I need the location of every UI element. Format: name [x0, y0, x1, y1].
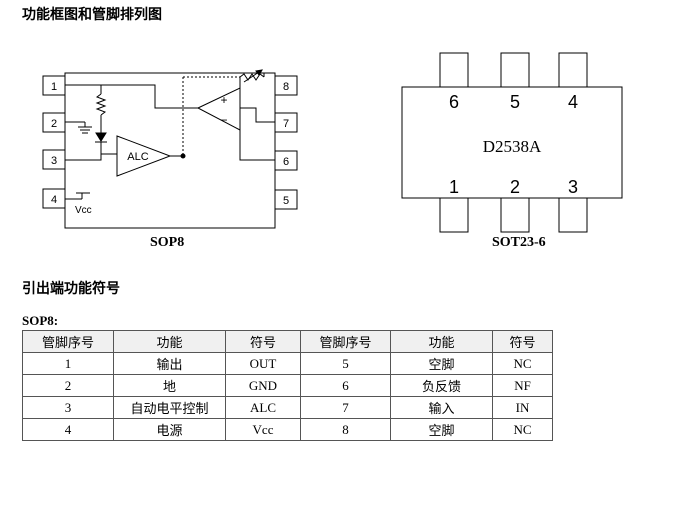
sot-pin-5: [500, 52, 530, 88]
table-cell: NC: [492, 418, 553, 441]
table-cell: GND: [225, 374, 301, 397]
part-number: D2538A: [483, 137, 542, 156]
table-cell: 地: [113, 374, 226, 397]
sot-pin-4: [558, 52, 588, 88]
pin-label-1: 1: [51, 81, 57, 93]
col-header: 符号: [492, 330, 553, 353]
table-cell: 空脚: [390, 352, 493, 375]
table-cell: NF: [492, 374, 553, 397]
table-cell: OUT: [225, 352, 301, 375]
table-row: 3 自动电平控制 ALC 7 输入 IN: [22, 396, 553, 419]
sop8-body: [64, 72, 276, 229]
pin-label-3: 3: [51, 155, 57, 167]
pin-label-7: 7: [283, 118, 289, 130]
table-cell: ALC: [225, 396, 301, 419]
table-cell: 8: [300, 418, 391, 441]
sot-pin-1: [439, 197, 469, 233]
sot-label-4: 4: [568, 92, 578, 112]
sot-label-1: 1: [449, 177, 459, 197]
table-cell: 1: [22, 352, 114, 375]
sot-label-3: 3: [568, 177, 578, 197]
pin-box-5: [274, 189, 298, 210]
col-header: 管脚序号: [22, 330, 114, 353]
sot-label-2: 2: [510, 177, 520, 197]
col-header: 符号: [225, 330, 301, 353]
table-cell: 7: [300, 396, 391, 419]
table-cell: IN: [492, 396, 553, 419]
table-label: SOP8:: [22, 313, 59, 328]
pin-label-2: 2: [51, 118, 57, 130]
sot-label-6: 6: [449, 92, 459, 112]
pin-label-5: 5: [283, 195, 289, 207]
table-cell: Vcc: [225, 418, 301, 441]
table-row: 4 电源 Vcc 8 空脚 NC: [22, 418, 553, 441]
col-header: 功能: [390, 330, 493, 353]
section-title-pin-functions: 引出端功能符号: [22, 281, 120, 297]
table-row: 2 地 GND 6 负反馈 NF: [22, 374, 553, 397]
table-cell: 6: [300, 374, 391, 397]
table-cell: NC: [492, 352, 553, 375]
pin-function-table: 管脚序号 功能 符号 管脚序号 功能 符号 1 输出 OUT 5 空脚 NC 2…: [22, 330, 553, 441]
pin-label-6: 6: [283, 156, 289, 168]
minus-sign: −: [220, 113, 227, 127]
table-cell: 4: [22, 418, 114, 441]
section-title-block-diagram: 功能框图和管脚排列图: [22, 7, 162, 23]
table-cell: 3: [22, 396, 114, 419]
col-header: 管脚序号: [300, 330, 391, 353]
table-cell: 2: [22, 374, 114, 397]
amp-label: ALC: [127, 151, 148, 163]
sop8-caption: SOP8: [150, 235, 185, 250]
vcc-label: Vcc: [75, 205, 92, 216]
sot-pin-2: [500, 197, 530, 233]
col-header: 功能: [113, 330, 226, 353]
sot-pin-3: [558, 197, 588, 233]
table-cell: 负反馈: [390, 374, 493, 397]
pin-box-8: [274, 75, 298, 96]
table-row: 1 输出 OUT 5 空脚 NC: [22, 352, 553, 375]
plus-sign: +: [220, 93, 227, 107]
table-header-row: 管脚序号 功能 符号 管脚序号 功能 符号: [22, 330, 553, 353]
table-cell: 输出: [113, 352, 226, 375]
circuit-wires: [65, 69, 275, 200]
table-cell: 电源: [113, 418, 226, 441]
table-cell: 自动电平控制: [113, 396, 226, 419]
sot-caption: SOT23-6: [492, 235, 546, 250]
sot-body: [401, 86, 623, 199]
sot-label-5: 5: [510, 92, 520, 112]
sot23-diagram: 6 5 4 1 2 3 D2538A: [401, 52, 623, 233]
table-cell: 5: [300, 352, 391, 375]
pin-label-4: 4: [51, 194, 57, 206]
pin-label-8: 8: [283, 81, 289, 93]
table-cell: 空脚: [390, 418, 493, 441]
table-cell: 输入: [390, 396, 493, 419]
sop8-diagram: 1 2 3 4 5 6 7 8: [42, 69, 298, 229]
diagrams: 1 2 3 4 5 6 7 8: [42, 52, 623, 233]
sot-pin-6: [439, 52, 469, 88]
